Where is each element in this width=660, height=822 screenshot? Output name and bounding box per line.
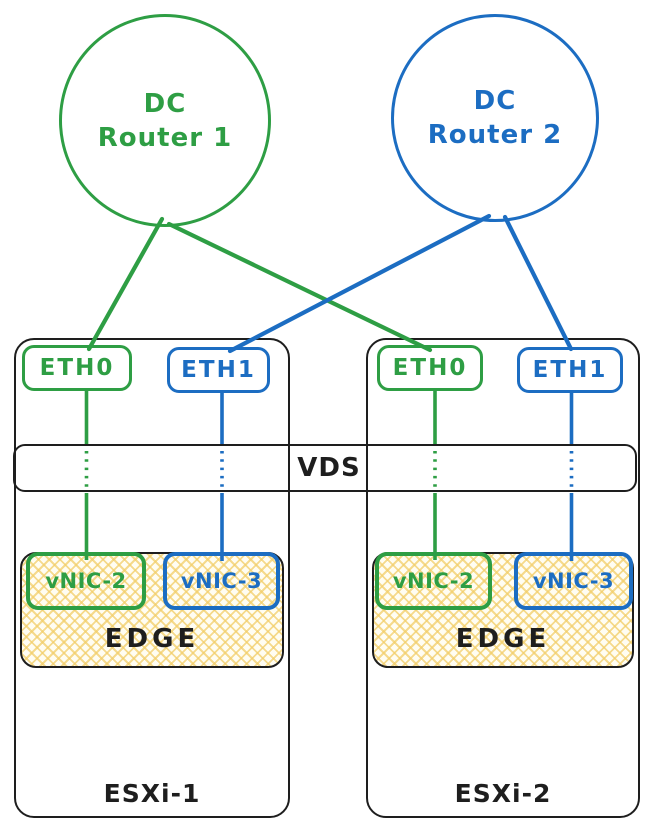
vnic-2-esxi-1: vNIC-2 [26, 552, 146, 610]
vnic-3-esxi-1: vNIC-3 [163, 552, 280, 610]
vnic-2-esxi-2: vNIC-2 [375, 552, 492, 610]
eth0-esxi-2: ETH0 [377, 345, 483, 391]
link-router2-esxi2-eth1 [502, 214, 574, 352]
dc-router-2-label-line1: DC [473, 86, 517, 116]
host-esxi-1-label: ESXi-1 [103, 779, 201, 808]
dc-router-1-node: DC Router 1 [59, 14, 271, 227]
vds-band [13, 444, 637, 492]
dc-router-1-label-line2: Router 1 [97, 122, 233, 153]
dc-router-2-node: DC Router 2 [391, 14, 599, 222]
eth1-esxi-1: ETH1 [167, 347, 270, 393]
vds-label: VDS [293, 447, 365, 489]
dc-router-2-label-line2: Router 2 [427, 120, 563, 150]
eth0-esxi-1: ETH0 [22, 345, 132, 391]
link-router1-esxi2-eth0 [166, 221, 433, 353]
link-router1-esxi1-eth0 [86, 216, 165, 352]
link-router2-esxi1-eth1 [227, 213, 492, 354]
eth1-esxi-2: ETH1 [517, 347, 623, 393]
dc-router-1-label-line1: DC [143, 88, 187, 119]
edge-label-esxi-2: EDGE [455, 624, 551, 654]
edge-label-esxi-1: EDGE [104, 624, 200, 654]
vnic-3-esxi-2: vNIC-3 [514, 552, 633, 610]
host-esxi-2-label: ESXi-2 [454, 779, 552, 808]
